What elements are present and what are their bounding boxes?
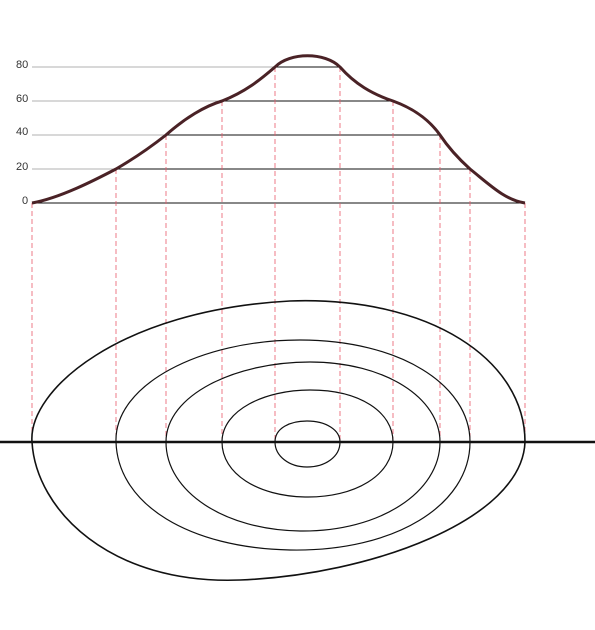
profile-level-lines: [32, 66, 525, 204]
elevation-label-0: 0: [22, 195, 28, 207]
elevation-label-40: 40: [16, 126, 28, 138]
hill-profile-curve: [31, 54, 526, 205]
contour-line-0: [31, 299, 526, 581]
elevation-label-20: 20: [16, 161, 28, 173]
elevation-labels: 80 60 40 20 0: [16, 59, 28, 207]
contour-map: [31, 299, 526, 581]
contour-line-20: [115, 339, 471, 551]
elevation-label-80: 80: [16, 59, 28, 71]
contour-line-60: [221, 389, 394, 498]
elevation-guide-lines: [32, 66, 275, 170]
contour-line-40: [165, 361, 441, 532]
contour-line-80: [274, 420, 341, 468]
elevation-label-60: 60: [16, 93, 28, 105]
projection-lines: [31, 67, 526, 442]
